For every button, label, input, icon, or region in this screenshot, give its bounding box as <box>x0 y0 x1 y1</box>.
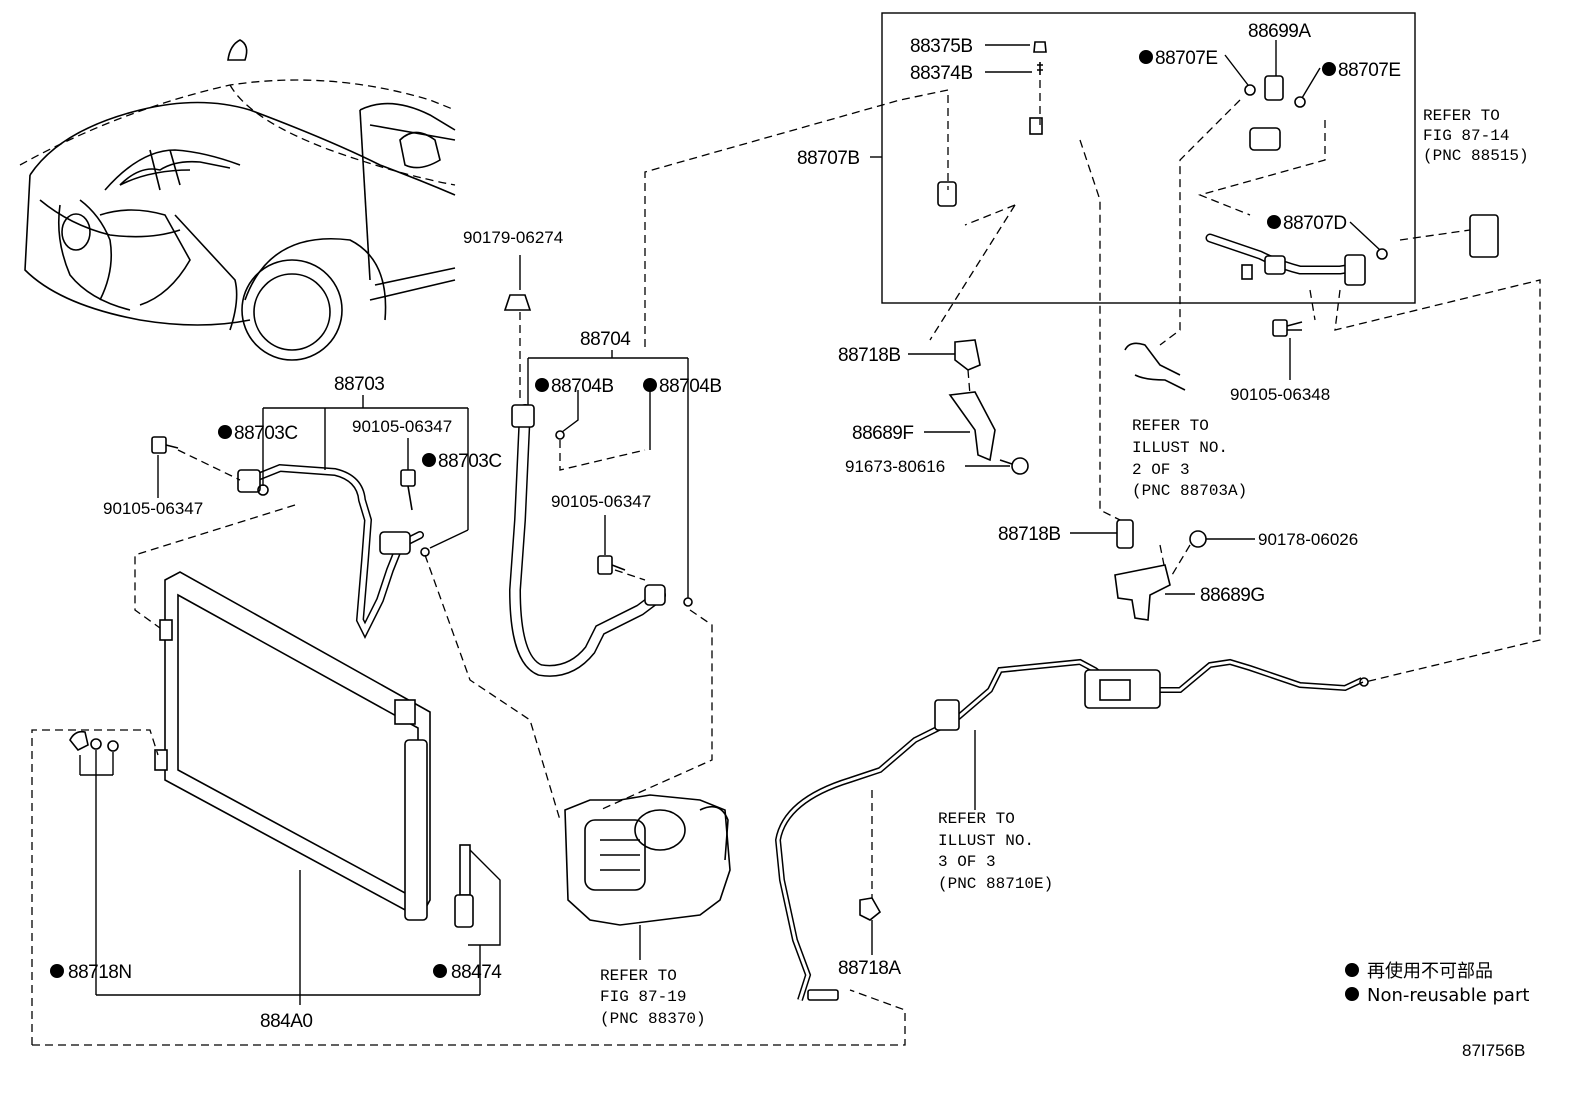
label-88703C: 88703C <box>234 423 298 444</box>
svg-text:(PNC 88515): (PNC 88515) <box>1423 147 1529 165</box>
bracket-88689G <box>1114 564 1171 621</box>
label-88704B-right: 88704B <box>659 376 722 397</box>
svg-text:(PNC 88710E): (PNC 88710E) <box>938 875 1053 893</box>
label-91673-80616: 91673-80616 <box>845 457 945 476</box>
pipe-88710E <box>774 658 1369 1001</box>
legend-marker <box>1345 963 1359 977</box>
diagram-id: 87I756B <box>1462 1041 1525 1060</box>
refer-note-88703A: REFER TO ILLUST NO. 2 OF 3 (PNC 88703A) <box>1132 417 1247 500</box>
compressor-88370 <box>564 794 731 926</box>
bolt-90105-06347-mid <box>597 555 626 575</box>
label-88689G: 88689G <box>1200 585 1265 606</box>
non-reusable-marker <box>50 964 64 978</box>
clamp-88718B <box>954 339 981 371</box>
legend-en: Non-reusable part <box>1367 985 1529 1006</box>
label-88375B: 88375B <box>910 36 973 57</box>
label-88707B: 88707B <box>797 148 860 169</box>
label-88704B: 88704B <box>551 376 614 397</box>
gaskets-88718N <box>69 730 119 752</box>
label-90105-06347-top: 90105-06347 <box>352 417 452 436</box>
bolt-90105-06348 <box>1272 319 1303 337</box>
label-88707E-right: 88707E <box>1338 60 1401 81</box>
label-88718B-top: 88718B <box>838 345 901 366</box>
bolt-90105-06347-top <box>400 469 416 511</box>
svg-text:ILLUST NO.: ILLUST NO. <box>938 832 1034 850</box>
svg-text:REFER TO: REFER TO <box>1423 107 1500 125</box>
non-reusable-marker <box>1322 62 1336 76</box>
label-88707E: 88707E <box>1155 48 1218 69</box>
label-88718N: 88718N <box>68 962 132 983</box>
pipe-88703 <box>237 463 430 639</box>
hose-88704 <box>508 404 693 677</box>
svg-text:REFER TO: REFER TO <box>600 967 677 985</box>
pipe-88707D <box>1205 233 1388 286</box>
label-90179-06274: 90179-06274 <box>463 228 563 247</box>
svg-text:ILLUST NO.: ILLUST NO. <box>1132 439 1228 457</box>
label-88474: 88474 <box>451 962 502 983</box>
pipe-ref-88703A <box>1124 342 1186 391</box>
non-reusable-marker <box>433 964 447 978</box>
bolt-91673-80616 <box>999 457 1029 475</box>
bracket-88689F <box>948 391 996 462</box>
nut-90178-06026 <box>1189 530 1207 548</box>
vehicle-front-illustration <box>19 39 456 361</box>
pipe-88707B <box>937 41 1306 207</box>
label-88703: 88703 <box>334 374 384 395</box>
svg-text:3 OF 3: 3 OF 3 <box>938 853 996 871</box>
legend-marker <box>1345 987 1359 1001</box>
svg-text:(PNC 88370): (PNC 88370) <box>600 1010 706 1028</box>
refer-note-88370: REFER TO FIG 87-19 (PNC 88370) <box>600 967 706 1028</box>
condenser-884A0 <box>154 571 431 921</box>
label-90105-06347-left: 90105-06347 <box>103 499 203 518</box>
label-88374B: 88374B <box>910 63 973 84</box>
refer-note-88710E: REFER TO ILLUST NO. 3 OF 3 (PNC 88710E) <box>938 810 1053 893</box>
svg-text:(PNC 88703A): (PNC 88703A) <box>1132 482 1247 500</box>
clamp-88718A <box>859 897 882 921</box>
svg-text:REFER TO: REFER TO <box>1132 417 1209 435</box>
drier-88474 <box>454 844 474 928</box>
svg-text:FIG 87-14: FIG 87-14 <box>1423 127 1509 145</box>
legend-jp: 再使用不可部品 <box>1367 961 1493 982</box>
label-88704: 88704 <box>580 329 631 350</box>
label-90178-06026: 90178-06026 <box>1258 530 1358 549</box>
svg-text:2 OF 3: 2 OF 3 <box>1132 461 1190 479</box>
label-884A0: 884A0 <box>260 1011 312 1032</box>
label-88718A: 88718A <box>838 958 901 979</box>
non-reusable-marker <box>535 378 549 392</box>
label-88718B-mid: 88718B <box>998 524 1061 545</box>
label-88689F: 88689F <box>852 423 913 444</box>
nut-90179-06274 <box>503 294 532 311</box>
refer-note-88515: REFER TO FIG 87-14 (PNC 88515) <box>1423 107 1529 165</box>
non-reusable-marker <box>1139 50 1153 64</box>
bolt-90105-06347-left <box>151 436 179 454</box>
leader-lines <box>79 40 1381 1005</box>
label-88707D: 88707D <box>1283 213 1347 234</box>
fitting-88515 <box>1469 214 1499 258</box>
non-reusable-marker <box>422 453 436 467</box>
non-reusable-marker <box>643 378 657 392</box>
label-88699A: 88699A <box>1248 21 1311 42</box>
label-88703C-right: 88703C <box>438 451 502 472</box>
label-90105-06347-mid: 90105-06347 <box>551 492 651 511</box>
svg-text:FIG 87-19: FIG 87-19 <box>600 988 686 1006</box>
clamp-88718B-lower <box>1116 519 1134 549</box>
non-reusable-marker <box>1267 215 1281 229</box>
dashed-connectors <box>31 80 1541 1046</box>
non-reusable-marker <box>218 425 232 439</box>
svg-text:REFER TO: REFER TO <box>938 810 1015 828</box>
label-90105-06348: 90105-06348 <box>1230 385 1330 404</box>
part-labels: 88375B 88374B 88707E 88699A 88707E 88707… <box>68 21 1401 1032</box>
sub-assembly-frame <box>881 12 1416 304</box>
